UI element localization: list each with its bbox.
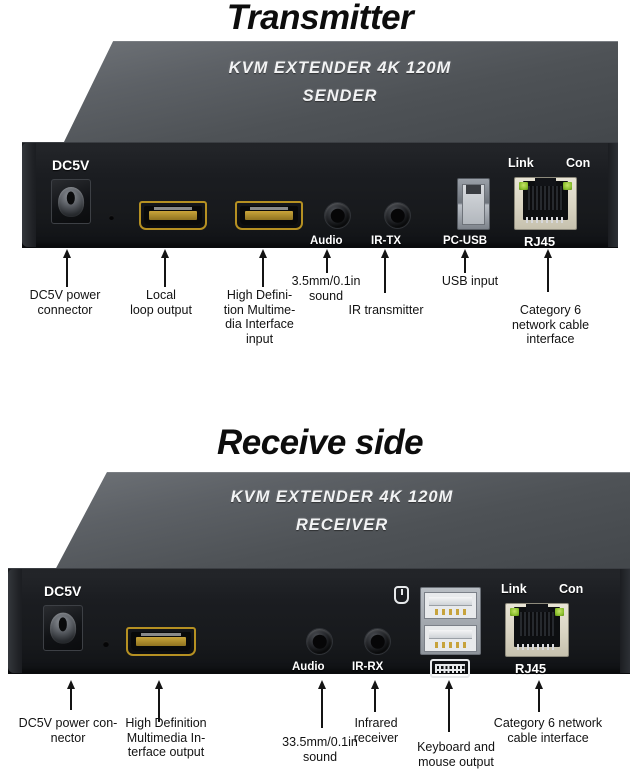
receiver-section-title: Receive side <box>216 423 424 462</box>
callout-arrow-ir-tx <box>380 249 390 293</box>
callout-arrow-audio-rx <box>317 680 327 728</box>
con-label-rx: Con <box>559 582 584 596</box>
hdmi-output-port[interactable] <box>126 627 196 656</box>
callout-ir-tx: IR transmitter <box>348 303 424 317</box>
ir-rx-label: IR-RX <box>352 661 384 673</box>
reset-pinhole-rx[interactable] <box>103 641 109 647</box>
hdmi-loop-output-port[interactable] <box>139 201 207 230</box>
audio-jack-rx[interactable] <box>307 629 332 654</box>
callout-audio-rx: 33.5mm/0.1in sound <box>282 735 358 764</box>
callout-loop-tx: Local loop output <box>130 288 192 317</box>
usb-a-ports-stack[interactable] <box>420 587 481 655</box>
receiver-top-line2: RECEIVER <box>295 516 389 534</box>
callout-hdmi-tx: High Defini- tion Multime- dia Interface… <box>223 288 296 346</box>
con-led-rx <box>554 607 565 616</box>
callout-arrow-loop-tx <box>160 249 170 287</box>
callout-audio-tx: 3.5mm/0.1in sound <box>291 274 361 303</box>
callout-hdmi-rx: High Definition Multimedia In- terface o… <box>125 716 207 759</box>
ir-tx-jack[interactable] <box>385 203 410 228</box>
callout-arrow-ir-rx <box>370 680 380 712</box>
callout-usb-tx: USB input <box>441 274 499 288</box>
rj45-port-tx[interactable] <box>514 177 577 230</box>
hdmi-input-port[interactable] <box>235 201 303 230</box>
con-label-tx: Con <box>566 156 591 170</box>
transmitter-top-line2: SENDER <box>302 87 378 105</box>
callout-rj45-tx: Category 6 network cable interface <box>511 303 590 346</box>
transmitter-section-title: Transmitter <box>226 0 414 37</box>
mouse-icon <box>394 586 409 604</box>
con-led-tx <box>563 181 573 190</box>
receiver-top-line1: KVM EXTENDER 4K 120M <box>230 488 454 506</box>
ir-rx-jack[interactable] <box>365 629 390 654</box>
reset-pinhole-tx[interactable] <box>109 215 114 220</box>
link-led-rx <box>509 607 520 616</box>
link-led-tx <box>518 181 528 190</box>
dc5v-label-tx: DC5V <box>52 157 90 173</box>
pc-usb-b-port[interactable] <box>457 178 490 230</box>
callout-arrow-audio-tx <box>322 249 332 273</box>
callout-arrow-hdmi-rx <box>154 680 164 722</box>
transmitter-device: KVM EXTENDER 4K 120M SENDER DC5V Audio <box>22 41 618 249</box>
link-label-rx: Link <box>501 582 527 596</box>
callout-arrow-kbm-rx <box>444 680 454 732</box>
transmitter-front-panel: DC5V Audio IR-TX PC-USB Link <box>22 142 618 249</box>
callout-dc-rx: DC5V power con- nector <box>18 716 118 745</box>
callout-arrow-dc-rx <box>66 680 76 710</box>
callout-dc-tx: DC5V power connector <box>29 288 101 317</box>
pc-usb-label: PC-USB <box>443 235 488 247</box>
audio-label-tx: Audio <box>310 235 343 247</box>
callout-arrow-rj45-tx <box>543 249 553 292</box>
rj45-label-tx: RJ45 <box>524 234 556 249</box>
callout-arrow-usb-tx <box>460 249 470 273</box>
rj45-port-rx[interactable] <box>505 603 569 657</box>
audio-jack-tx[interactable] <box>325 203 350 228</box>
usb-a-port-top[interactable] <box>424 592 477 619</box>
keyboard-icon <box>430 659 470 678</box>
dc-power-jack-tx[interactable] <box>51 179 91 224</box>
callout-ir-rx: Infrared receiver <box>353 716 399 745</box>
usb-a-port-bottom[interactable] <box>424 625 477 652</box>
ir-tx-label: IR-TX <box>371 235 402 247</box>
callout-kbm-rx: Keyboard and mouse output <box>417 740 495 769</box>
dc-power-jack-rx[interactable] <box>43 605 83 651</box>
dc5v-label-rx: DC5V <box>44 583 82 599</box>
receiver-front-panel: DC5V Audio IR-RX <box>8 568 630 678</box>
callout-arrow-dc-tx <box>62 249 72 287</box>
callout-arrow-hdmi-tx <box>258 249 268 287</box>
rj45-label-rx: RJ45 <box>515 661 547 676</box>
callout-rj45-rx: Category 6 network cable interface <box>493 716 603 745</box>
receiver-device: KVM EXTENDER 4K 120M RECEIVER DC5V Audio… <box>8 472 630 680</box>
transmitter-top-face: KVM EXTENDER 4K 120M SENDER <box>62 41 618 146</box>
callout-arrow-rj45-rx <box>534 680 544 712</box>
transmitter-top-line1: KVM EXTENDER 4K 120M <box>228 59 452 77</box>
receiver-top-face: KVM EXTENDER 4K 120M RECEIVER <box>54 472 630 572</box>
link-label-tx: Link <box>508 156 534 170</box>
audio-label-rx: Audio <box>292 661 325 673</box>
